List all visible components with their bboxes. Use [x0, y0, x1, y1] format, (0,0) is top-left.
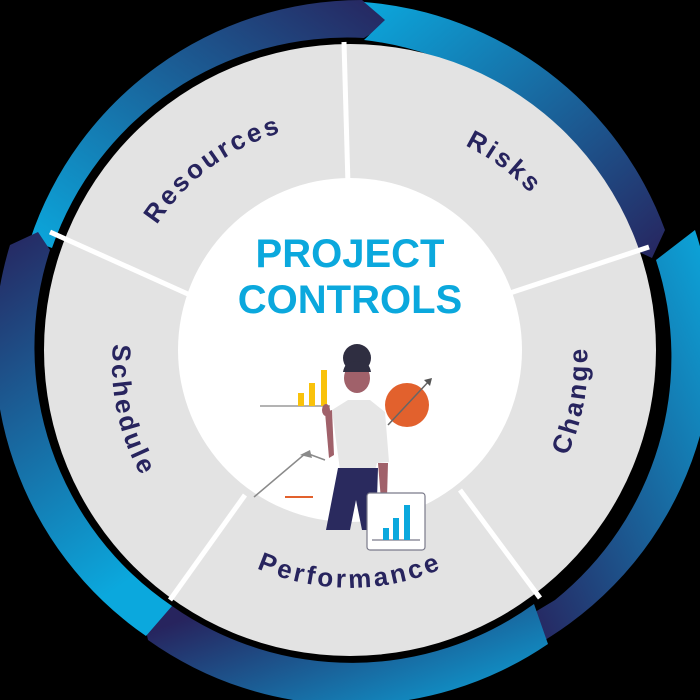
- presenter-illustration: [253, 344, 432, 551]
- segment-dividers: [48, 41, 650, 602]
- arrow-arc-top: [30, 0, 390, 248]
- arrow-arc-lower-right: [530, 230, 700, 640]
- line-chart-icon: [253, 450, 326, 498]
- orange-growth-circle-icon: [385, 378, 432, 427]
- blue-bar-chart-card-icon: [366, 492, 426, 551]
- arrow-arc-right: [364, 2, 665, 258]
- arrow-arc-left: [0, 232, 172, 636]
- arrow-arc-bottom: [142, 604, 548, 700]
- yellow-bar-chart-icon: [260, 370, 330, 407]
- center-title-line2: CONTROLS: [237, 278, 463, 322]
- person-figure: [322, 344, 389, 530]
- center-title-line1: PROJECT: [255, 232, 445, 276]
